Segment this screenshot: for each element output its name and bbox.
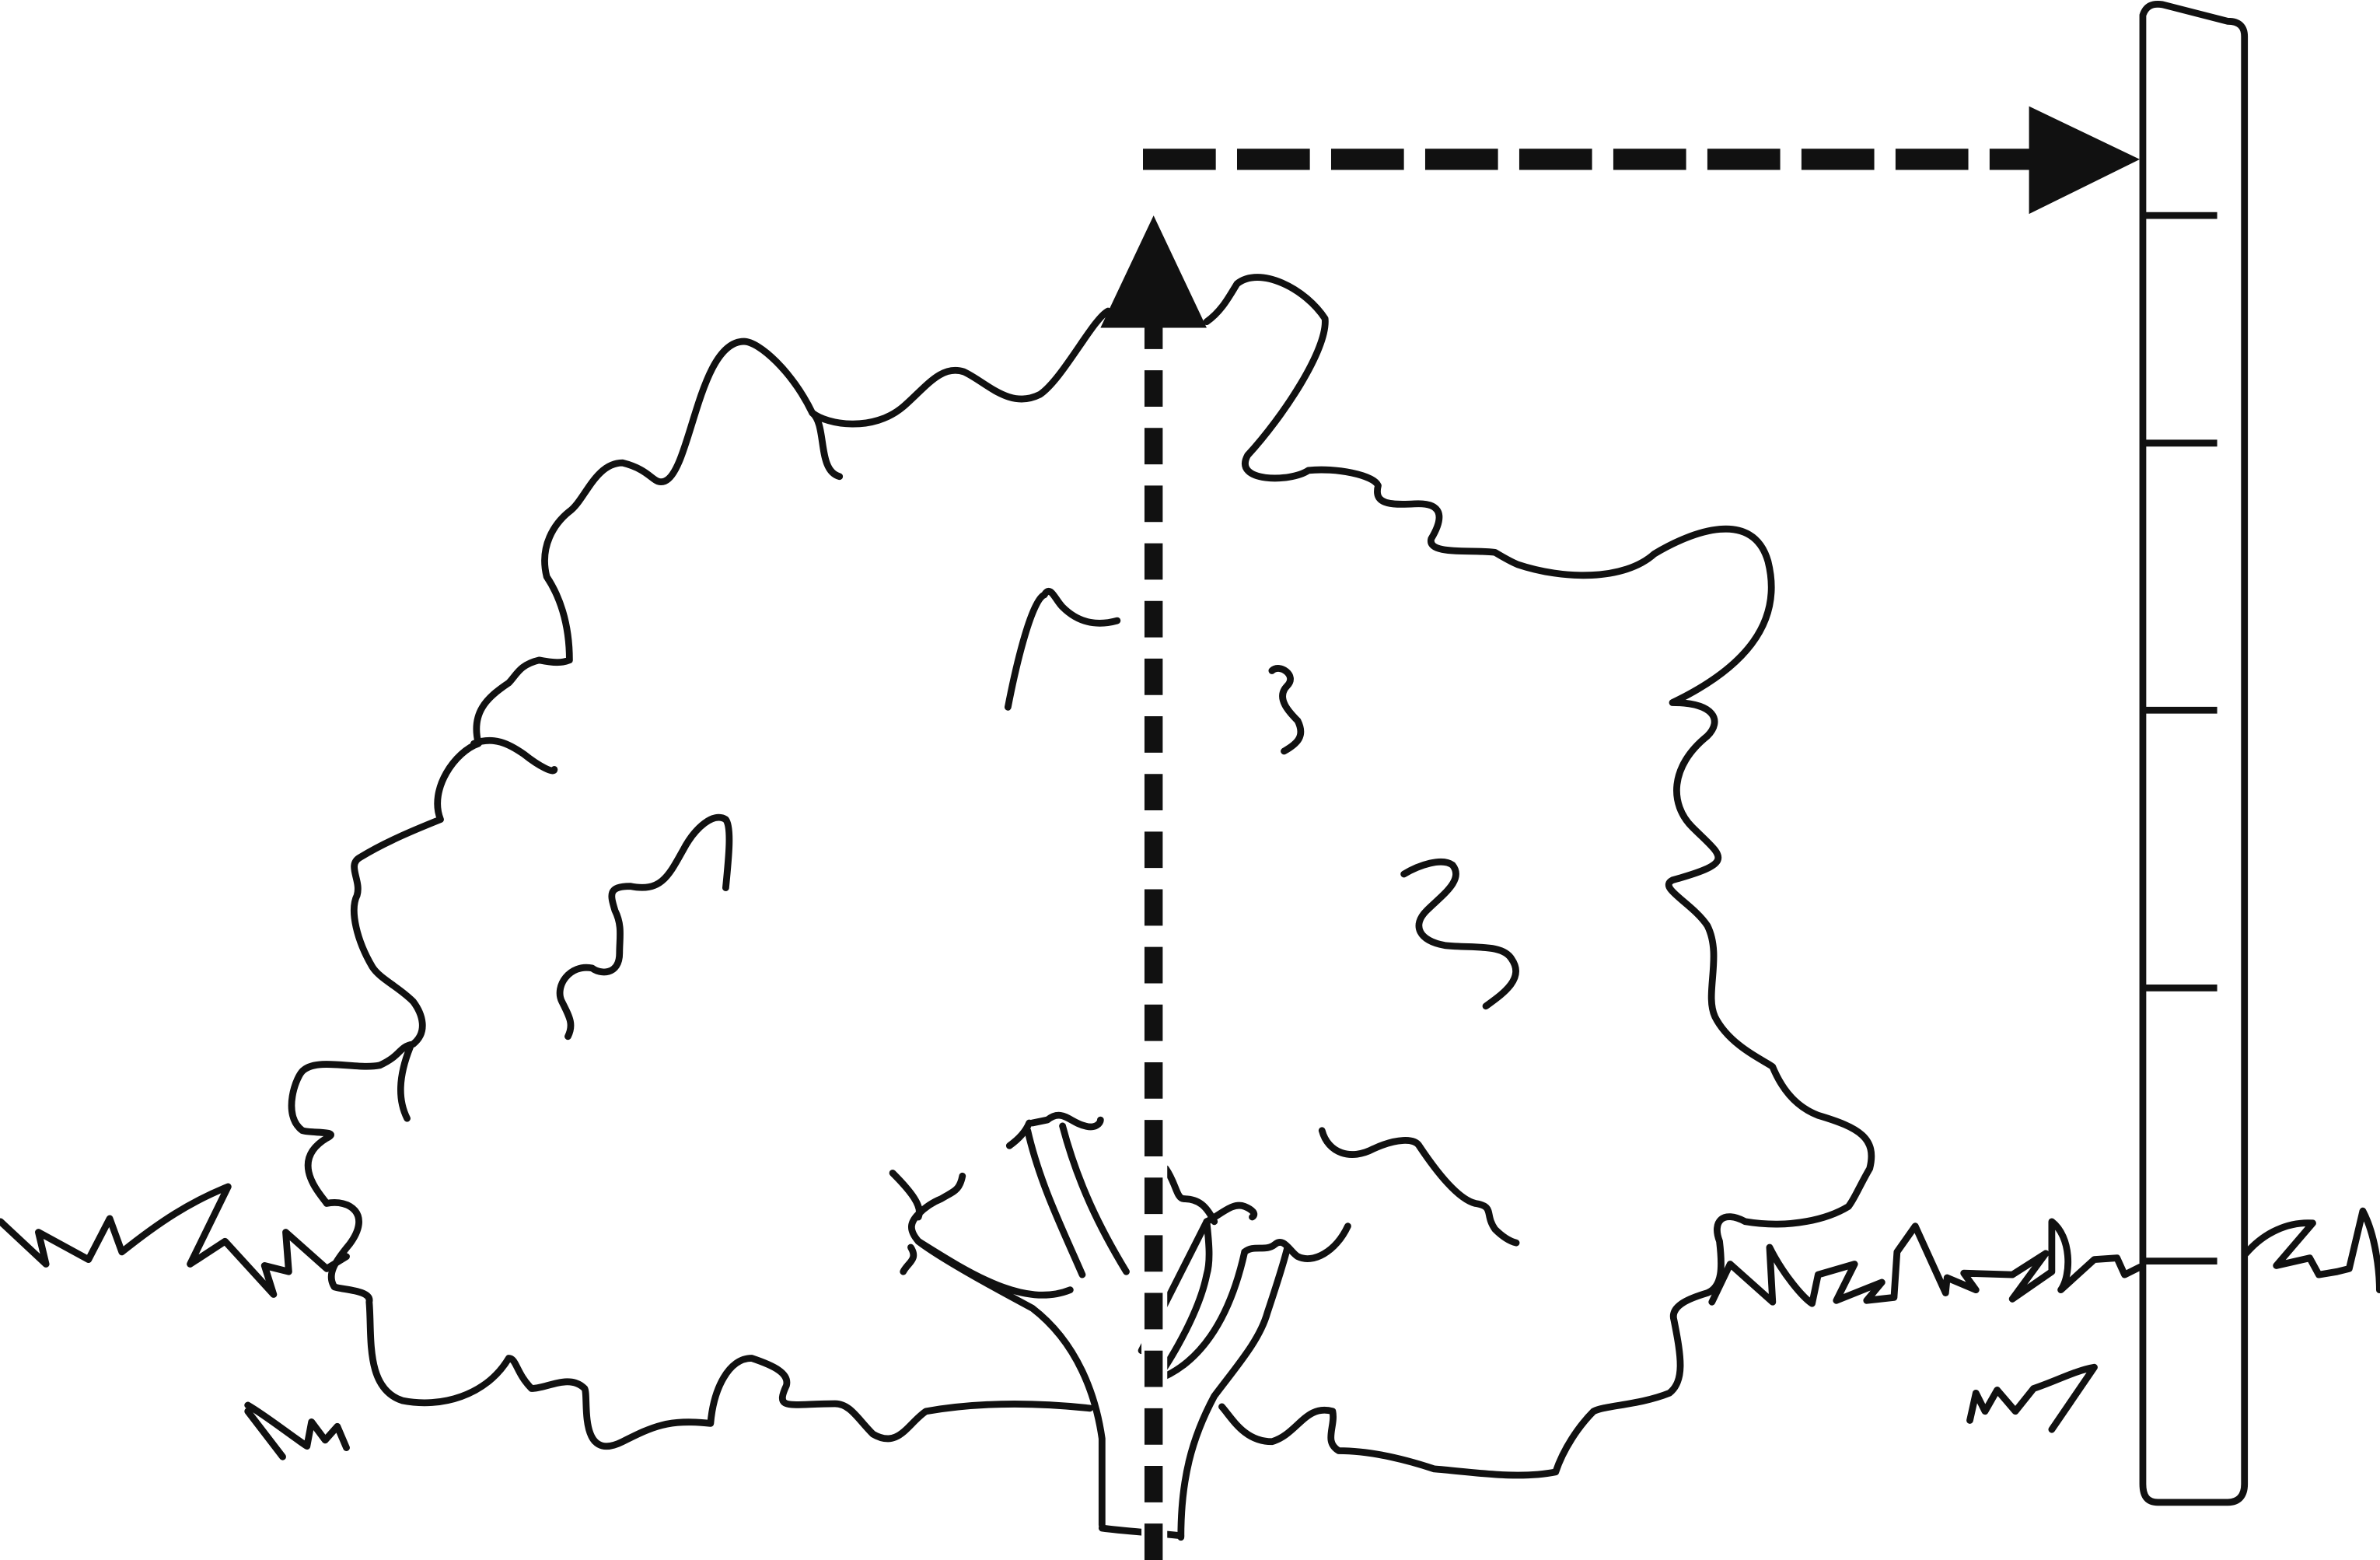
measuring-pole <box>2139 1 2249 1506</box>
branch-10 <box>1241 1222 1351 1262</box>
branch-5 <box>1005 1119 1033 1149</box>
bush-scribble-left-low <box>397 1044 414 1122</box>
branch-14 <box>900 1243 917 1275</box>
bush <box>288 274 1875 1479</box>
grass-right-2 <box>2242 1207 2380 1294</box>
bush-scribble-mid-left <box>556 813 733 1041</box>
grass-right-1 <box>1708 1218 2144 1307</box>
bush-scribble-center-top <box>1004 587 1121 711</box>
branch-2 <box>1024 1127 1086 1278</box>
bush-scribble-left <box>470 736 558 775</box>
branch-3 <box>1059 1122 1130 1275</box>
grass-left <box>0 1183 350 1298</box>
ground-grass <box>0 1183 2380 1460</box>
horizontal-projection-arrow <box>1143 106 2141 215</box>
tree-trunk-branches <box>889 1111 1351 1541</box>
pole-outline <box>2139 1 2249 1506</box>
branch-12 <box>908 1172 966 1245</box>
trunk-right <box>1177 1245 1291 1541</box>
grass-tuft-bottom-left <box>244 1401 350 1451</box>
branch-4 <box>1029 1111 1104 1131</box>
bush-scribble-right-low <box>1318 1127 1520 1247</box>
bush-outline <box>1203 274 1875 1479</box>
branch-11 <box>1162 1165 1218 1226</box>
vertical-arrowhead <box>1100 215 1207 328</box>
branch-8 <box>1150 1248 1249 1385</box>
bush-outline-bottom-left <box>288 307 1112 1450</box>
branch-1 <box>914 1237 1074 1299</box>
pole-ticks <box>2142 212 2217 1264</box>
bush-scribble-center-right <box>1268 665 1305 755</box>
bush-inner-top <box>809 409 844 481</box>
vertical-height-arrow <box>1100 215 1207 1560</box>
bush-scribble-right <box>1400 858 1519 1010</box>
trunk-base <box>1098 1524 1185 1540</box>
branch-9 <box>1203 1201 1258 1226</box>
grass-tuft-bottom-right <box>1966 1363 2098 1433</box>
grass-tuft-bottom-mid-left <box>244 1408 286 1460</box>
branch-13 <box>889 1170 923 1221</box>
horizontal-arrowhead <box>2029 106 2141 215</box>
